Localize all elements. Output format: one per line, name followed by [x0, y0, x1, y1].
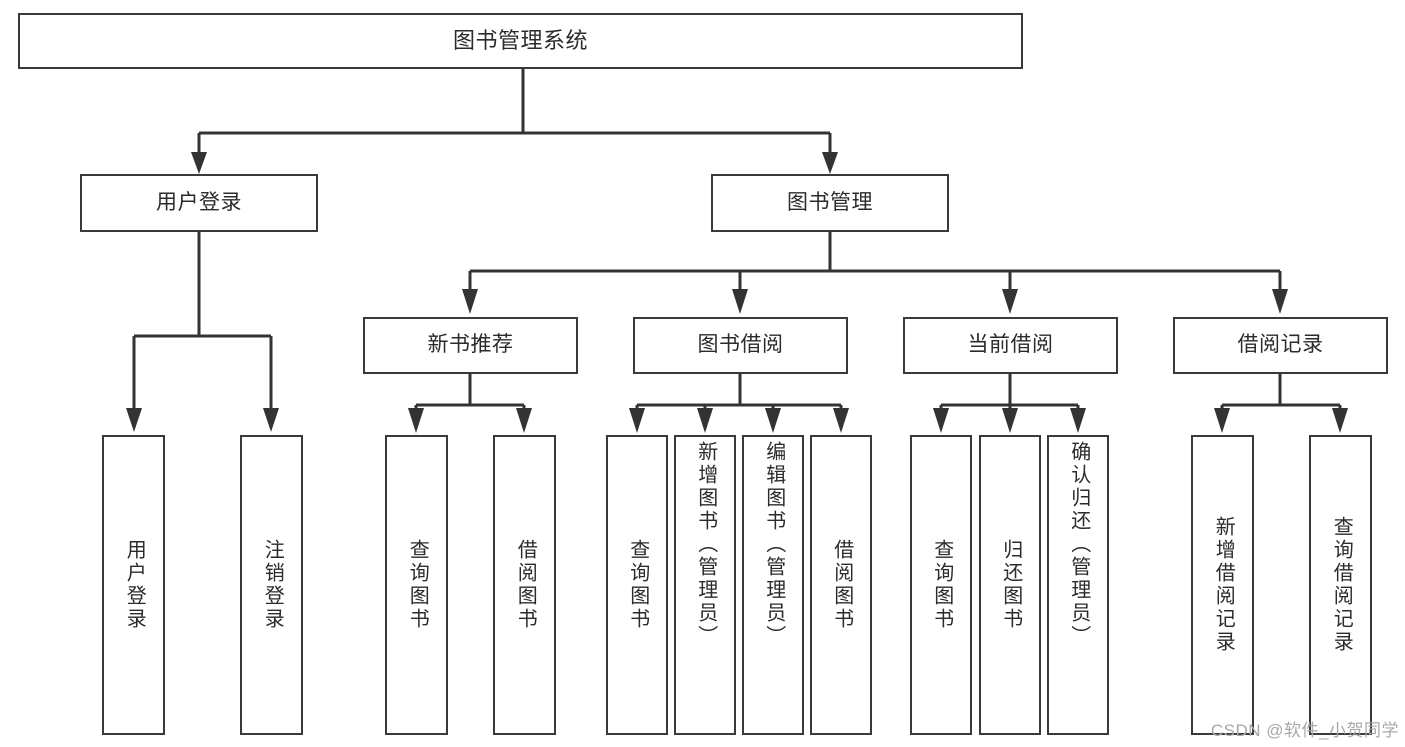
- leaf-logout-label: 注销登录: [261, 539, 284, 631]
- connector-root-to-level1: [191, 69, 838, 174]
- connector-bookborrow-to-leaves: [629, 374, 849, 433]
- connector-userlogin-to-leaves: [126, 232, 279, 432]
- leaf-borrowrecord-query-record-label: 查询借阅记录: [1330, 516, 1353, 654]
- csdn-watermark: CSDN @软件_小贺同学: [1210, 721, 1399, 740]
- node-current-borrow[interactable]: 当前借阅: [903, 317, 1118, 374]
- leaf-logout[interactable]: 注销登录: [240, 435, 303, 735]
- leaf-borrowrecord-query-record[interactable]: 查询借阅记录: [1309, 435, 1372, 735]
- leaf-borrowrecord-add-record-label: 新增借阅记录: [1212, 516, 1235, 654]
- leaf-bookborrow-borrow-book-label: 借阅图书: [830, 539, 853, 631]
- leaf-borrowrecord-add-record[interactable]: 新增借阅记录: [1191, 435, 1254, 735]
- leaf-newbook-query-book[interactable]: 查询图书: [385, 435, 448, 735]
- node-book-borrow[interactable]: 图书借阅: [633, 317, 848, 374]
- leaf-bookborrow-query-book-label: 查询图书: [626, 539, 649, 631]
- node-root-label: 图书管理系统: [452, 28, 588, 54]
- node-borrow-record[interactable]: 借阅记录: [1173, 317, 1388, 374]
- leaf-newbook-borrow-book[interactable]: 借阅图书: [493, 435, 556, 735]
- node-book-management-label: 图书管理: [787, 190, 873, 214]
- node-book-borrow-label: 图书借阅: [697, 333, 784, 357]
- node-borrow-record-label: 借阅记录: [1237, 333, 1324, 357]
- leaf-bookborrow-add-book[interactable]: 新增图书（管理员）: [674, 435, 736, 735]
- node-book-management[interactable]: 图书管理: [711, 174, 949, 232]
- leaf-bookborrow-edit-book-label: 编辑图书（管理员）: [762, 441, 785, 648]
- node-user-login-label: 用户登录: [156, 190, 242, 214]
- leaf-currentborrow-return-book-label: 归还图书: [999, 539, 1022, 631]
- node-root[interactable]: 图书管理系统: [18, 13, 1023, 69]
- node-current-borrow-label: 当前借阅: [967, 333, 1054, 357]
- leaf-currentborrow-return-book[interactable]: 归还图书: [979, 435, 1041, 735]
- leaf-bookborrow-borrow-book[interactable]: 借阅图书: [810, 435, 872, 735]
- leaf-newbook-borrow-book-label: 借阅图书: [514, 539, 537, 631]
- leaf-bookborrow-edit-book[interactable]: 编辑图书（管理员）: [742, 435, 804, 735]
- leaf-newbook-query-book-label: 查询图书: [406, 539, 429, 631]
- leaf-bookborrow-add-book-label: 新增图书（管理员）: [694, 441, 717, 648]
- connector-currentborrow-to-leaves: [933, 374, 1086, 433]
- leaf-currentborrow-confirm-return-label: 确认归还（管理员）: [1067, 441, 1090, 648]
- leaf-currentborrow-query-book-label: 查询图书: [930, 539, 953, 631]
- node-new-book-recommend-label: 新书推荐: [427, 333, 514, 357]
- connector-newbook-to-leaves: [408, 374, 532, 433]
- connector-bookmgmt-to-level2: [462, 232, 1288, 314]
- node-new-book-recommend[interactable]: 新书推荐: [363, 317, 578, 374]
- leaf-user-login-label: 用户登录: [123, 539, 146, 631]
- leaf-currentborrow-confirm-return[interactable]: 确认归还（管理员）: [1047, 435, 1109, 735]
- node-user-login[interactable]: 用户登录: [80, 174, 318, 232]
- connector-borrowrecord-to-leaves: [1214, 374, 1348, 433]
- leaf-currentborrow-query-book[interactable]: 查询图书: [910, 435, 972, 735]
- leaf-bookborrow-query-book[interactable]: 查询图书: [606, 435, 668, 735]
- leaf-user-login[interactable]: 用户登录: [102, 435, 165, 735]
